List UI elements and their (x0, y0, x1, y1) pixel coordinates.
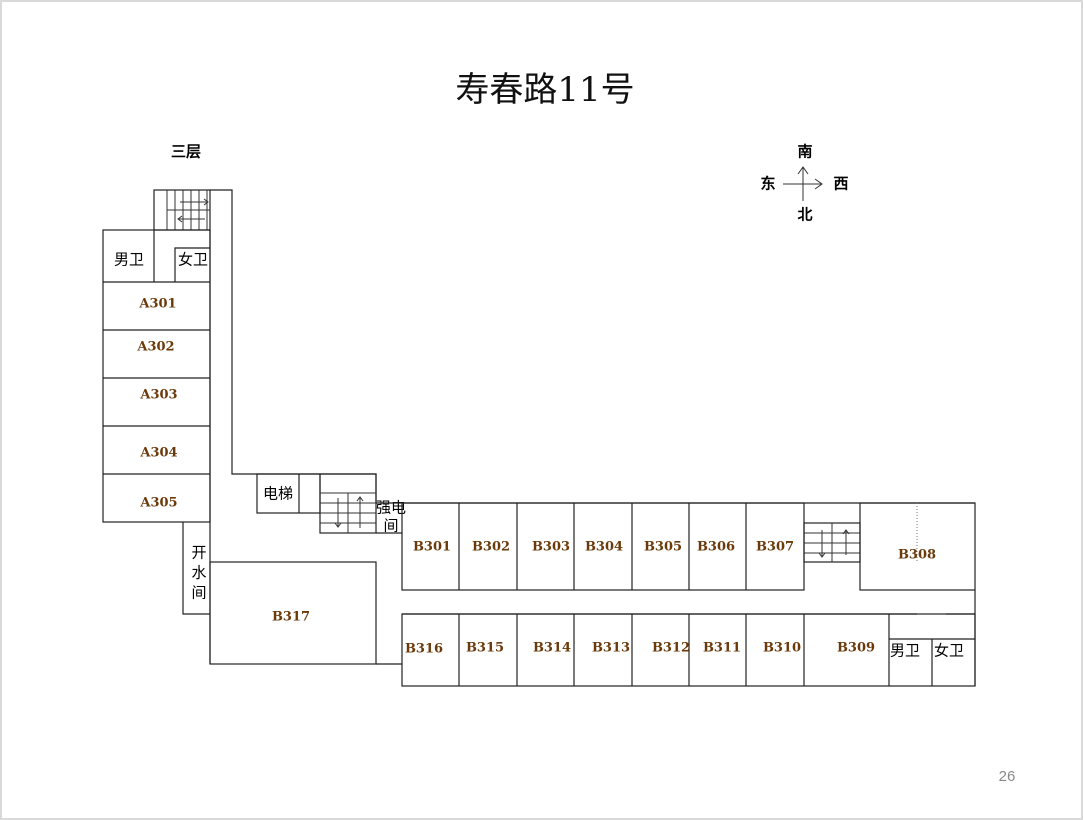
room-b303: B303 (532, 540, 570, 555)
compass-south: 南 (797, 143, 812, 161)
room-a301: A301 (138, 297, 176, 312)
room-b310: B310 (763, 641, 801, 656)
b-wing-walls (376, 502, 976, 687)
page-number: 26 (999, 768, 1016, 785)
room-b305: B305 (644, 540, 682, 555)
power-room-label-2: 间 (383, 517, 398, 535)
water-room-label-1: 开 (191, 544, 206, 562)
b-womens-wc-label: 女卫 (934, 642, 964, 660)
room-a302: A302 (136, 340, 174, 355)
room-b301: B301 (413, 540, 451, 555)
room-b304: B304 (585, 540, 623, 555)
a-wing-walls (102, 189, 402, 665)
room-b317: B317 (272, 610, 310, 625)
room-b314: B314 (533, 641, 571, 656)
room-b308: B308 (898, 548, 936, 563)
b-mens-wc-label: 男卫 (890, 642, 920, 660)
compass-icon: 南 东 西 北 (760, 143, 848, 224)
a-womens-wc-label: 女卫 (178, 251, 208, 269)
room-a304: A304 (139, 446, 177, 461)
room-a303: A303 (139, 388, 177, 403)
page-title: 寿春路11号 (455, 70, 634, 110)
water-room-label-3: 间 (191, 584, 206, 602)
floor-label: 三层 (171, 143, 201, 161)
room-b302: B302 (472, 540, 510, 555)
room-b307: B307 (756, 540, 794, 555)
compass-east: 东 (760, 175, 775, 193)
room-b315: B315 (466, 641, 504, 656)
room-b312: B312 (652, 641, 690, 656)
compass-west: 西 (833, 175, 848, 193)
room-b316: B316 (405, 642, 443, 657)
elevator-label: 电梯 (263, 485, 293, 503)
room-b306: B306 (697, 540, 735, 555)
room-a305: A305 (139, 496, 177, 511)
compass-north: 北 (797, 206, 812, 224)
room-b309: B309 (837, 641, 875, 656)
a-mens-wc-label: 男卫 (114, 251, 144, 269)
water-room-label-2: 水 (191, 564, 206, 582)
room-b311: B311 (703, 641, 741, 656)
room-b313: B313 (592, 641, 630, 656)
